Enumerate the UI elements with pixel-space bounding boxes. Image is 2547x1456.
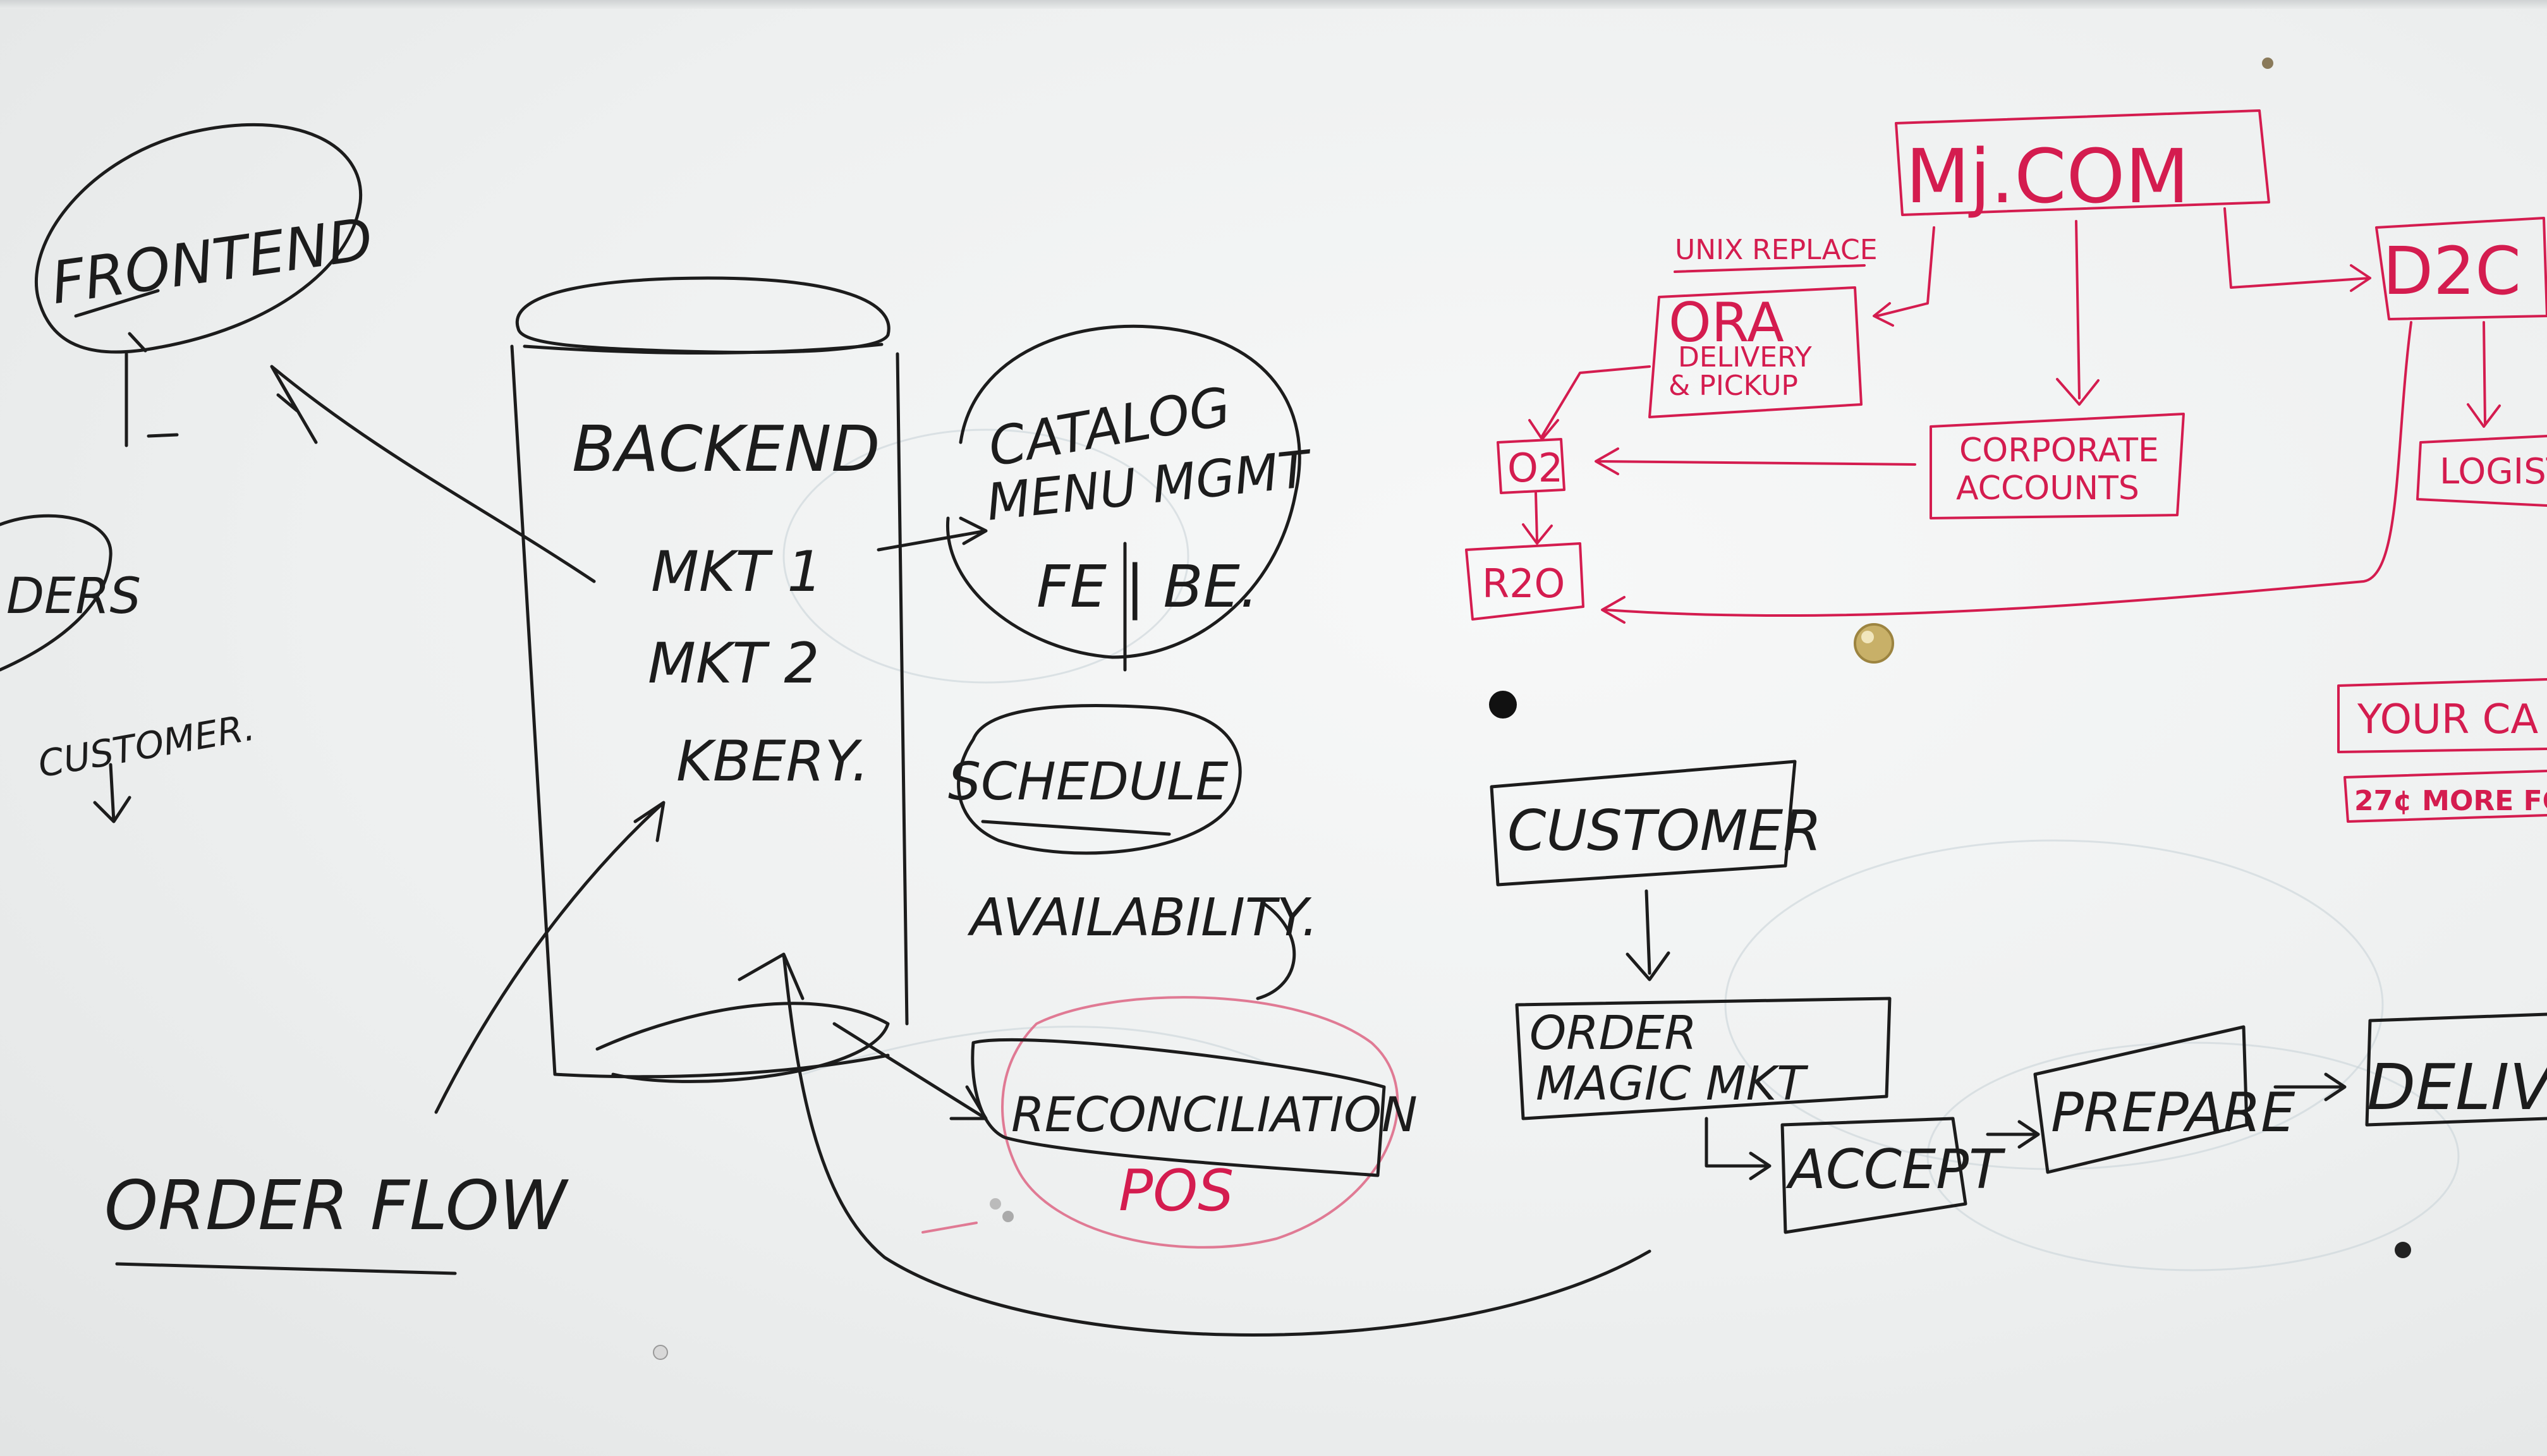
black-magnet — [1489, 691, 1517, 719]
orders-partial-label: DERS — [6, 568, 141, 625]
backend-item-2: MKT 2 — [648, 631, 819, 696]
magnets — [653, 58, 2411, 1360]
ghost-marks — [782, 428, 2460, 1271]
more-for-label: 27¢ MORE FOR — [2354, 785, 2547, 817]
order-mgmt-line-1: ORDER — [1529, 1006, 1697, 1060]
gold-magnet — [1854, 623, 1894, 664]
accept-label: ACCEPT — [1785, 1138, 2006, 1201]
prepare-label: PREPARE — [2051, 1081, 2295, 1144]
logistics-label: LOGISTI — [2440, 451, 2547, 492]
deliver-box — [2365, 1012, 2547, 1127]
black-magnet — [2395, 1242, 2411, 1258]
backend-to-reconciliation-arrow — [832, 1022, 988, 1120]
d2c-box — [2375, 217, 2547, 320]
backend-to-catalog-arrow — [877, 516, 988, 552]
your-ca-label: YOUR CA — [2357, 696, 2538, 743]
red-diagram: Mj.COM D2C UNIX REPLACE ORA DELIVERY & P… — [1465, 109, 2547, 823]
catalog-line-3: FE | BE. — [1036, 553, 1258, 621]
accept-box — [1780, 1117, 1967, 1234]
backend-item-3: KBERY. — [676, 729, 869, 794]
o2-label: O2 — [1507, 445, 1563, 491]
order-flow-to-backend-arrow — [434, 801, 666, 1114]
pos-label: POS — [1119, 1158, 1234, 1224]
order-flow-label: ORDER FLOW — [104, 1167, 569, 1246]
customer-note: CUSTOMER. — [35, 705, 258, 786]
r2o-label: R2O — [1482, 561, 1565, 607]
flow-customer-label: CUSTOMER — [1507, 798, 1821, 863]
delivery-label: DELIVERY — [1678, 341, 1812, 373]
r2o-box — [1465, 542, 1584, 621]
pickup-label: & PICKUP — [1669, 370, 1798, 402]
prepare-box — [2033, 1025, 2249, 1174]
order-mgmt-box — [1515, 997, 1892, 1120]
order-flow-diagram: CUSTOMER ORDER MAGIC MKT ACCEPT PREPARE … — [1490, 760, 2547, 1234]
deliver-label: DELIVE — [2367, 1050, 2547, 1124]
pos-loop-arrow — [738, 952, 1651, 1337]
schedule-label: SCHEDULE — [948, 752, 1229, 812]
corporate-box — [1930, 413, 2185, 519]
backend-item-1: MKT 1 — [651, 539, 822, 604]
backend-to-frontend-arrow — [270, 365, 596, 583]
o2-box — [1497, 438, 1565, 494]
customer-down-arrow — [93, 763, 131, 823]
d2c-label: D2C — [2383, 233, 2521, 310]
backend-cylinder: BACKEND MKT 1 MKT 2 KBERY. — [510, 276, 909, 1083]
customer-box — [1490, 760, 1797, 887]
availability-label: AVAILABILITY. — [967, 888, 1318, 948]
whiteboard-frame — [0, 0, 2547, 9]
frontend-group: FRONTEND — [35, 123, 377, 447]
pin — [653, 1345, 668, 1360]
your-ca-box — [2337, 678, 2547, 753]
schedule-bubble: SCHEDULE — [948, 704, 1242, 855]
mjcom-box — [1895, 109, 2270, 216]
ora-label: ORA — [1669, 291, 1784, 355]
unix-replace-label: UNIX REPLACE — [1675, 234, 1878, 266]
frontend-label: FRONTEND — [47, 205, 377, 317]
pin — [2262, 58, 2273, 69]
backend-title: BACKEND — [572, 412, 880, 486]
pin — [1002, 1211, 1014, 1222]
logistics-box — [2416, 435, 2547, 507]
reconciliation-label: RECONCILIATION — [1011, 1086, 1418, 1143]
orders-bubble: DERS — [0, 514, 141, 672]
mjcom-label: Mj.COM — [1906, 133, 2189, 220]
ora-box — [1648, 286, 1863, 418]
catalog-bubble: CATALOG MENU MGMT FE | BE. — [946, 324, 1316, 672]
pin — [990, 1198, 1001, 1210]
order-mgmt-line-2: MAGIC MKT — [1536, 1057, 1809, 1111]
corporate-line-1: CORPORATE — [1959, 432, 2159, 470]
pos-bubble — [1001, 996, 1399, 1249]
reconciliation-group: RECONCILIATION POS — [921, 996, 1418, 1249]
corporate-line-2: ACCOUNTS — [1956, 470, 2139, 507]
